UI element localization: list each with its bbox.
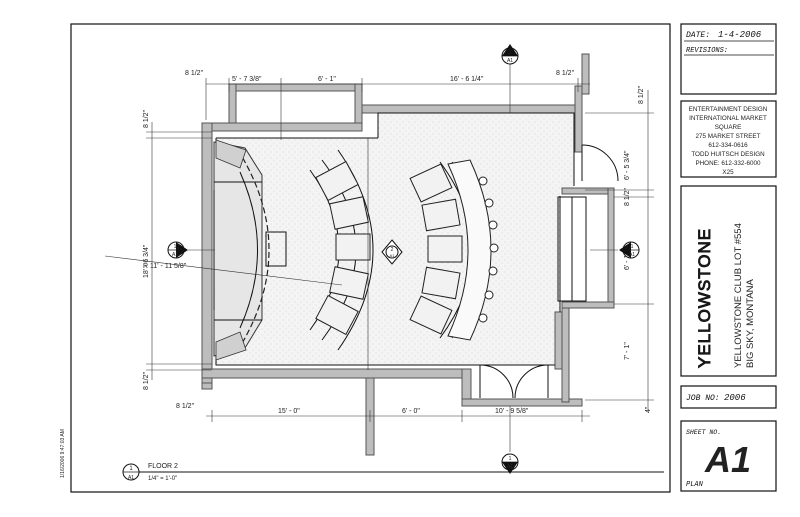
section-marker-bottom: 1 A1 (501, 453, 519, 474)
center-elevation-marker: 2 A1 (381, 239, 403, 265)
dim-top-left: 5' - 7 3/8" (232, 76, 262, 83)
dim-bottom-c: 10' - 9 5/8" (495, 408, 529, 415)
dim-right-e: 4" (645, 406, 652, 413)
job-value: 2006 (724, 393, 746, 403)
view-title-sheet: A1 (128, 475, 134, 481)
section-marker-right: 1 A1 (619, 241, 640, 259)
section-marker-left-number: 1 (174, 244, 177, 250)
designer-line-1: ENTERTAINMENT DESIGN (689, 106, 768, 113)
section-marker-top-number: 1 (509, 50, 512, 56)
section-marker-top-sheet: A1 (507, 58, 513, 64)
view-title: 1 A1 FLOOR 2 1/4" = 1'-0" (122, 463, 664, 482)
plot-timestamp: 1/16/2006 9:47:03 AM (60, 429, 66, 478)
view-title-number: 1 (129, 466, 133, 472)
center-marker-number: 2 (391, 247, 394, 253)
dim-left-total: 18' - 6 3/4" (143, 244, 150, 278)
section-marker-left-sheet: A1 (172, 252, 178, 258)
sheet-no-value: A1 (704, 439, 751, 480)
project-line-1: YELLOWSTONE CLUB LOT #554 (733, 223, 744, 368)
designer-line-2: INTERNATIONAL MARKET (689, 115, 767, 122)
dim-bottom-a: 15' - 0" (278, 408, 300, 415)
project-name: YELLOWSTONE (695, 228, 714, 368)
dimension-text: 5' - 7 3/8" 6' - 1" 16' - 6 1/4" 8 1/2" … (143, 70, 652, 415)
designer-line-3: SQUARE (715, 124, 742, 131)
dim-bottom-left-off: 8 1/2" (176, 403, 195, 410)
title-block-date: DATE: 1-4-2006 REVISIONS: (680, 23, 777, 95)
designer-line-4: 275 MARKET STREET (696, 133, 761, 140)
dim-top-right-off: 8 1/2" (556, 70, 575, 77)
section-marker-left: 1 A1 (167, 241, 188, 259)
dimension-lines (146, 64, 654, 452)
section-marker-top: 1 A1 (501, 44, 519, 65)
dim-right-c: 6' - 1" (624, 252, 631, 270)
dim-right-b: 8 1/2" (624, 187, 631, 206)
section-marker-right-number: 1 (631, 244, 634, 250)
section-marker-right-sheet: A1 (629, 252, 635, 258)
section-marker-bottom-sheet: A1 (507, 464, 513, 470)
drawing-frame (70, 23, 671, 493)
dim-right-d: 7' - 1" (624, 342, 631, 360)
center-marker-sheet: A1 (390, 253, 396, 258)
date-value: 1-4-2006 (718, 30, 762, 40)
dim-left-top-off: 8 1/2" (143, 109, 150, 128)
dim-radius: R 11' - 11 5/8" (143, 263, 187, 270)
dim-top-far-right-off: 8 1/2" (638, 85, 645, 104)
project-line-2: BIG SKY, MONTANA (745, 278, 756, 368)
revisions-label: REVISIONS: (686, 47, 728, 55)
section-marker-bottom-number: 1 (509, 456, 512, 462)
sheet-name: PLAN (686, 481, 704, 489)
job-label: JOB NO: (686, 394, 720, 403)
dim-right-a: 6' - 5 3/4" (624, 150, 631, 180)
designer-line-5: 612-334-0616 (708, 142, 748, 149)
title-block-designer: ENTERTAINMENT DESIGN INTERNATIONAL MARKE… (680, 100, 777, 178)
date-label: DATE: (686, 31, 710, 40)
dim-left-bottom-off: 8 1/2" (143, 371, 150, 390)
dim-bottom-b: 6' - 0" (402, 408, 420, 415)
designer-line-8: X25 (722, 169, 734, 176)
title-block-project: YELLOWSTONE YELLOWSTONE CLUB LOT #554 BI… (680, 185, 777, 377)
stage-area (213, 139, 287, 361)
title-block-sheet: SHEET NO. A1 PLAN (680, 420, 777, 492)
dim-top-mid: 6' - 1" (318, 76, 336, 83)
seating-row-1 (309, 149, 374, 351)
view-title-text: FLOOR 2 (148, 463, 178, 470)
dim-top-left-off: 8 1/2" (185, 70, 204, 77)
designer-line-7: PHONE: 612-332-6000 (695, 160, 761, 167)
view-title-scale: 1/4" = 1'-0" (148, 476, 177, 482)
radius-leader (104, 255, 343, 286)
dim-top-right: 16' - 6 1/4" (450, 76, 484, 83)
sheet-no-label: SHEET NO. (686, 429, 721, 436)
title-block-job: JOB NO: 2006 (680, 385, 777, 409)
seating-row-2 (409, 159, 499, 341)
designer-line-6: TODD HUITSCH DESIGN (691, 151, 765, 158)
